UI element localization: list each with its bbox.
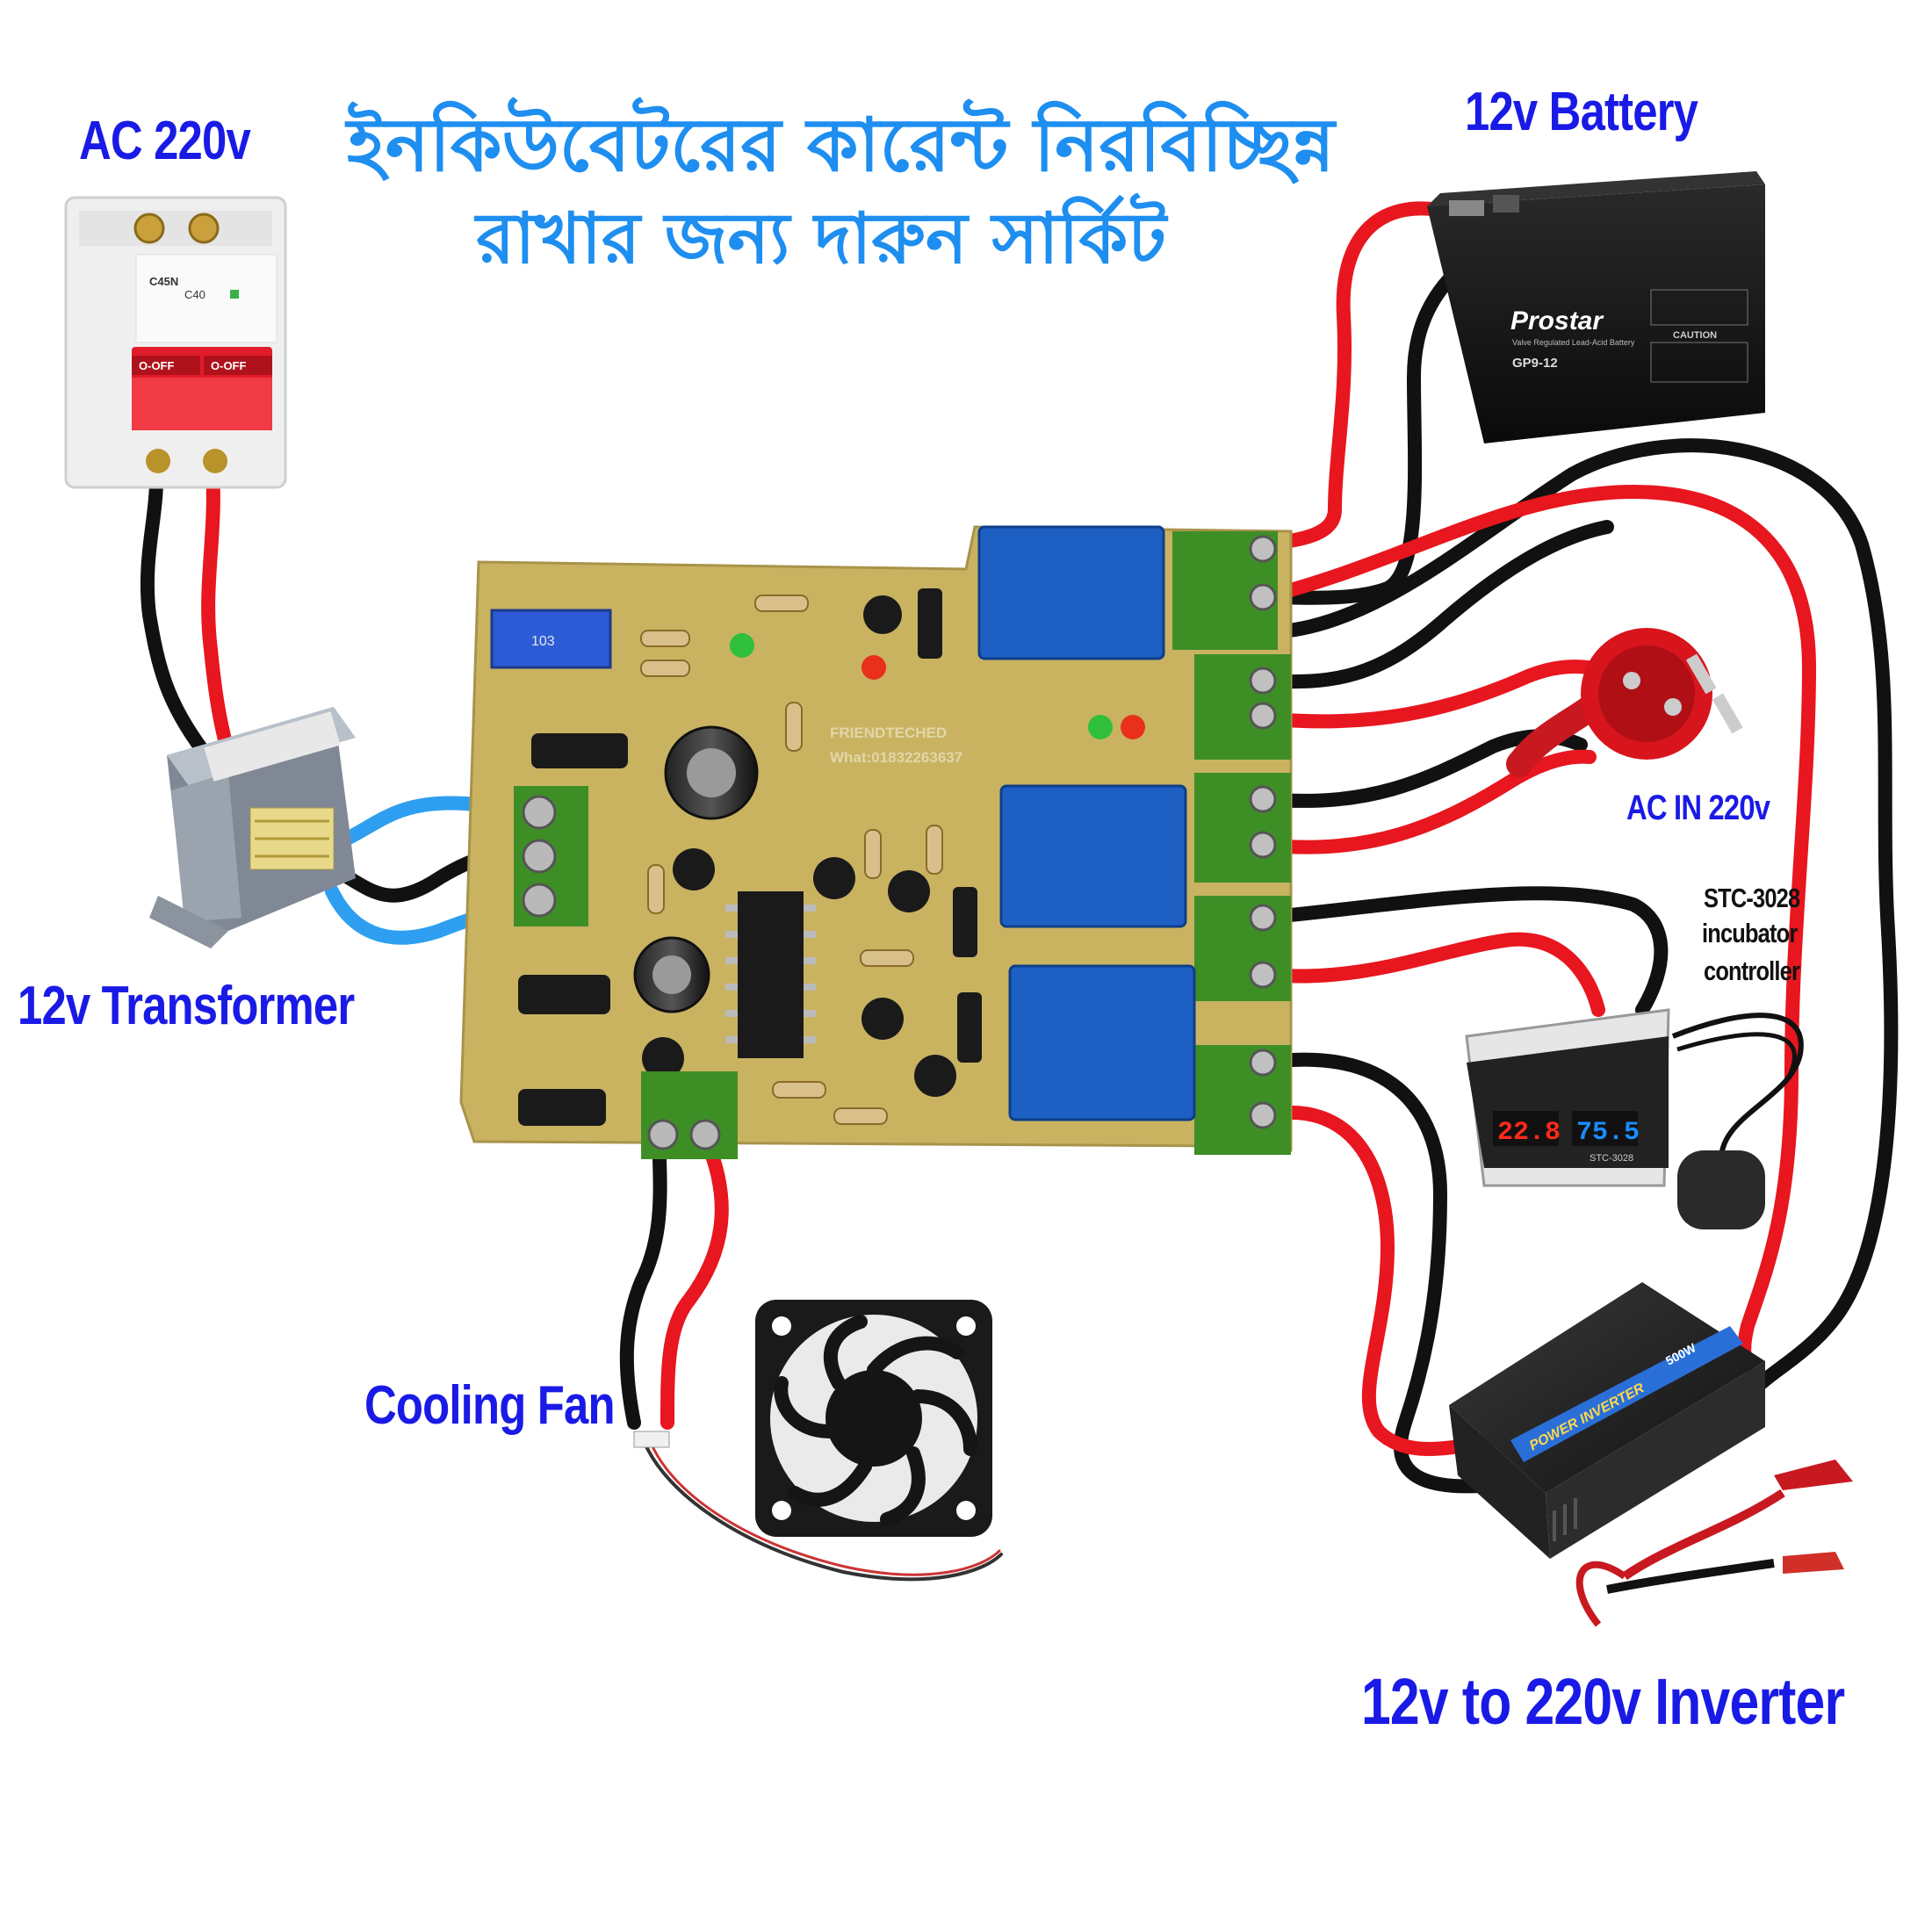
pcb-brand-text: FRIENDTECHED: [830, 724, 947, 741]
breaker-off-left: O-OFF: [139, 359, 174, 372]
breaker-rating-text: C40: [184, 288, 205, 301]
label-transformer: 12v Transformer: [18, 976, 355, 1036]
label-controller-2: incubator: [1702, 918, 1798, 948]
label-controller-3: controller: [1704, 955, 1800, 986]
stc3028-controller: 22.8 75.5 STC-3028: [1465, 1008, 1804, 1229]
wire-fan-black: [619, 1113, 667, 1430]
led-red-1: [861, 655, 886, 680]
label-ac-220v: AC 220v: [79, 111, 251, 171]
diodes: [518, 588, 982, 1126]
relays: [977, 525, 1196, 1121]
transformer: [149, 707, 356, 948]
battery-sub-text: Valve Regulated Lead-Acid Battery: [1512, 338, 1635, 347]
breaker-model-text: C45N: [149, 275, 178, 288]
title-line-1: ইনকিউবেটরের কারেন্ট নিরবিচ্ছিন্ন: [347, 102, 1335, 188]
wire-plug-black: [1258, 520, 1614, 689]
battery-brand-text: Prostar: [1510, 306, 1604, 335]
led-green-1: [730, 633, 754, 658]
wire-ctrl-red: [1258, 932, 1605, 1017]
wire-fan-red: [660, 1135, 729, 1430]
wire-relay3-red: [1258, 749, 1597, 854]
wire-inv-red-a: [1258, 1105, 1500, 1456]
wire-fan-lead: [644, 1443, 1003, 1582]
wire-breaker-black: [140, 445, 211, 759]
battery: Prostar Valve Regulated Lead-Acid Batter…: [1427, 171, 1765, 443]
controller-hum-text: 75.5: [1576, 1118, 1640, 1148]
wire-ctrl-black: [1258, 886, 1669, 1017]
resistors: [640, 595, 943, 1125]
battery-model-text: GP9-12: [1512, 356, 1558, 371]
led-green-2: [1088, 715, 1113, 739]
wire-inv-black-a: [1258, 1052, 1509, 1494]
label-inverter: 12v to 220v Inverter: [1361, 1665, 1845, 1738]
pcb-phone-text: What:01832263637: [830, 749, 962, 766]
wire-breaker-red: [201, 445, 234, 753]
cooling-fan: [633, 1300, 992, 1537]
power-inverter: POWER INVERTER 500W: [1449, 1282, 1853, 1627]
battery-caution-text: CAUTION: [1673, 330, 1717, 341]
circuit-breaker: C45N C40 O-OFF O-OFF: [64, 196, 287, 489]
label-controller-1: STC-3028: [1704, 883, 1800, 913]
controller-model-text: STC-3028: [1590, 1153, 1633, 1164]
controller-temp-text: 22.8: [1497, 1118, 1561, 1148]
pcb-output-terminals: [1172, 531, 1291, 1155]
wires: [140, 201, 1899, 1582]
label-cooling-fan: Cooling Fan: [364, 1375, 616, 1436]
pcb-fan-terminal: [641, 1071, 738, 1159]
wire-loop-red: [1258, 485, 1816, 1373]
label-battery: 12v Battery: [1465, 82, 1698, 142]
title-line-2: রাখার জন্য দারুন সার্কিট: [476, 198, 1166, 279]
breaker-off-right: O-OFF: [211, 359, 246, 372]
label-ac-in: AC IN 220v: [1626, 789, 1770, 827]
ic-chip: [738, 891, 804, 1058]
wire-battery-red: [1258, 201, 1463, 551]
potentiometer: [490, 609, 612, 669]
pcb-input-terminal: [514, 786, 588, 926]
pot-text: 103: [531, 634, 555, 649]
transistors: [642, 595, 956, 1097]
pcb-board: 103: [459, 525, 1293, 1159]
led-red-2: [1121, 715, 1145, 739]
ac-plug: [1506, 628, 1743, 777]
